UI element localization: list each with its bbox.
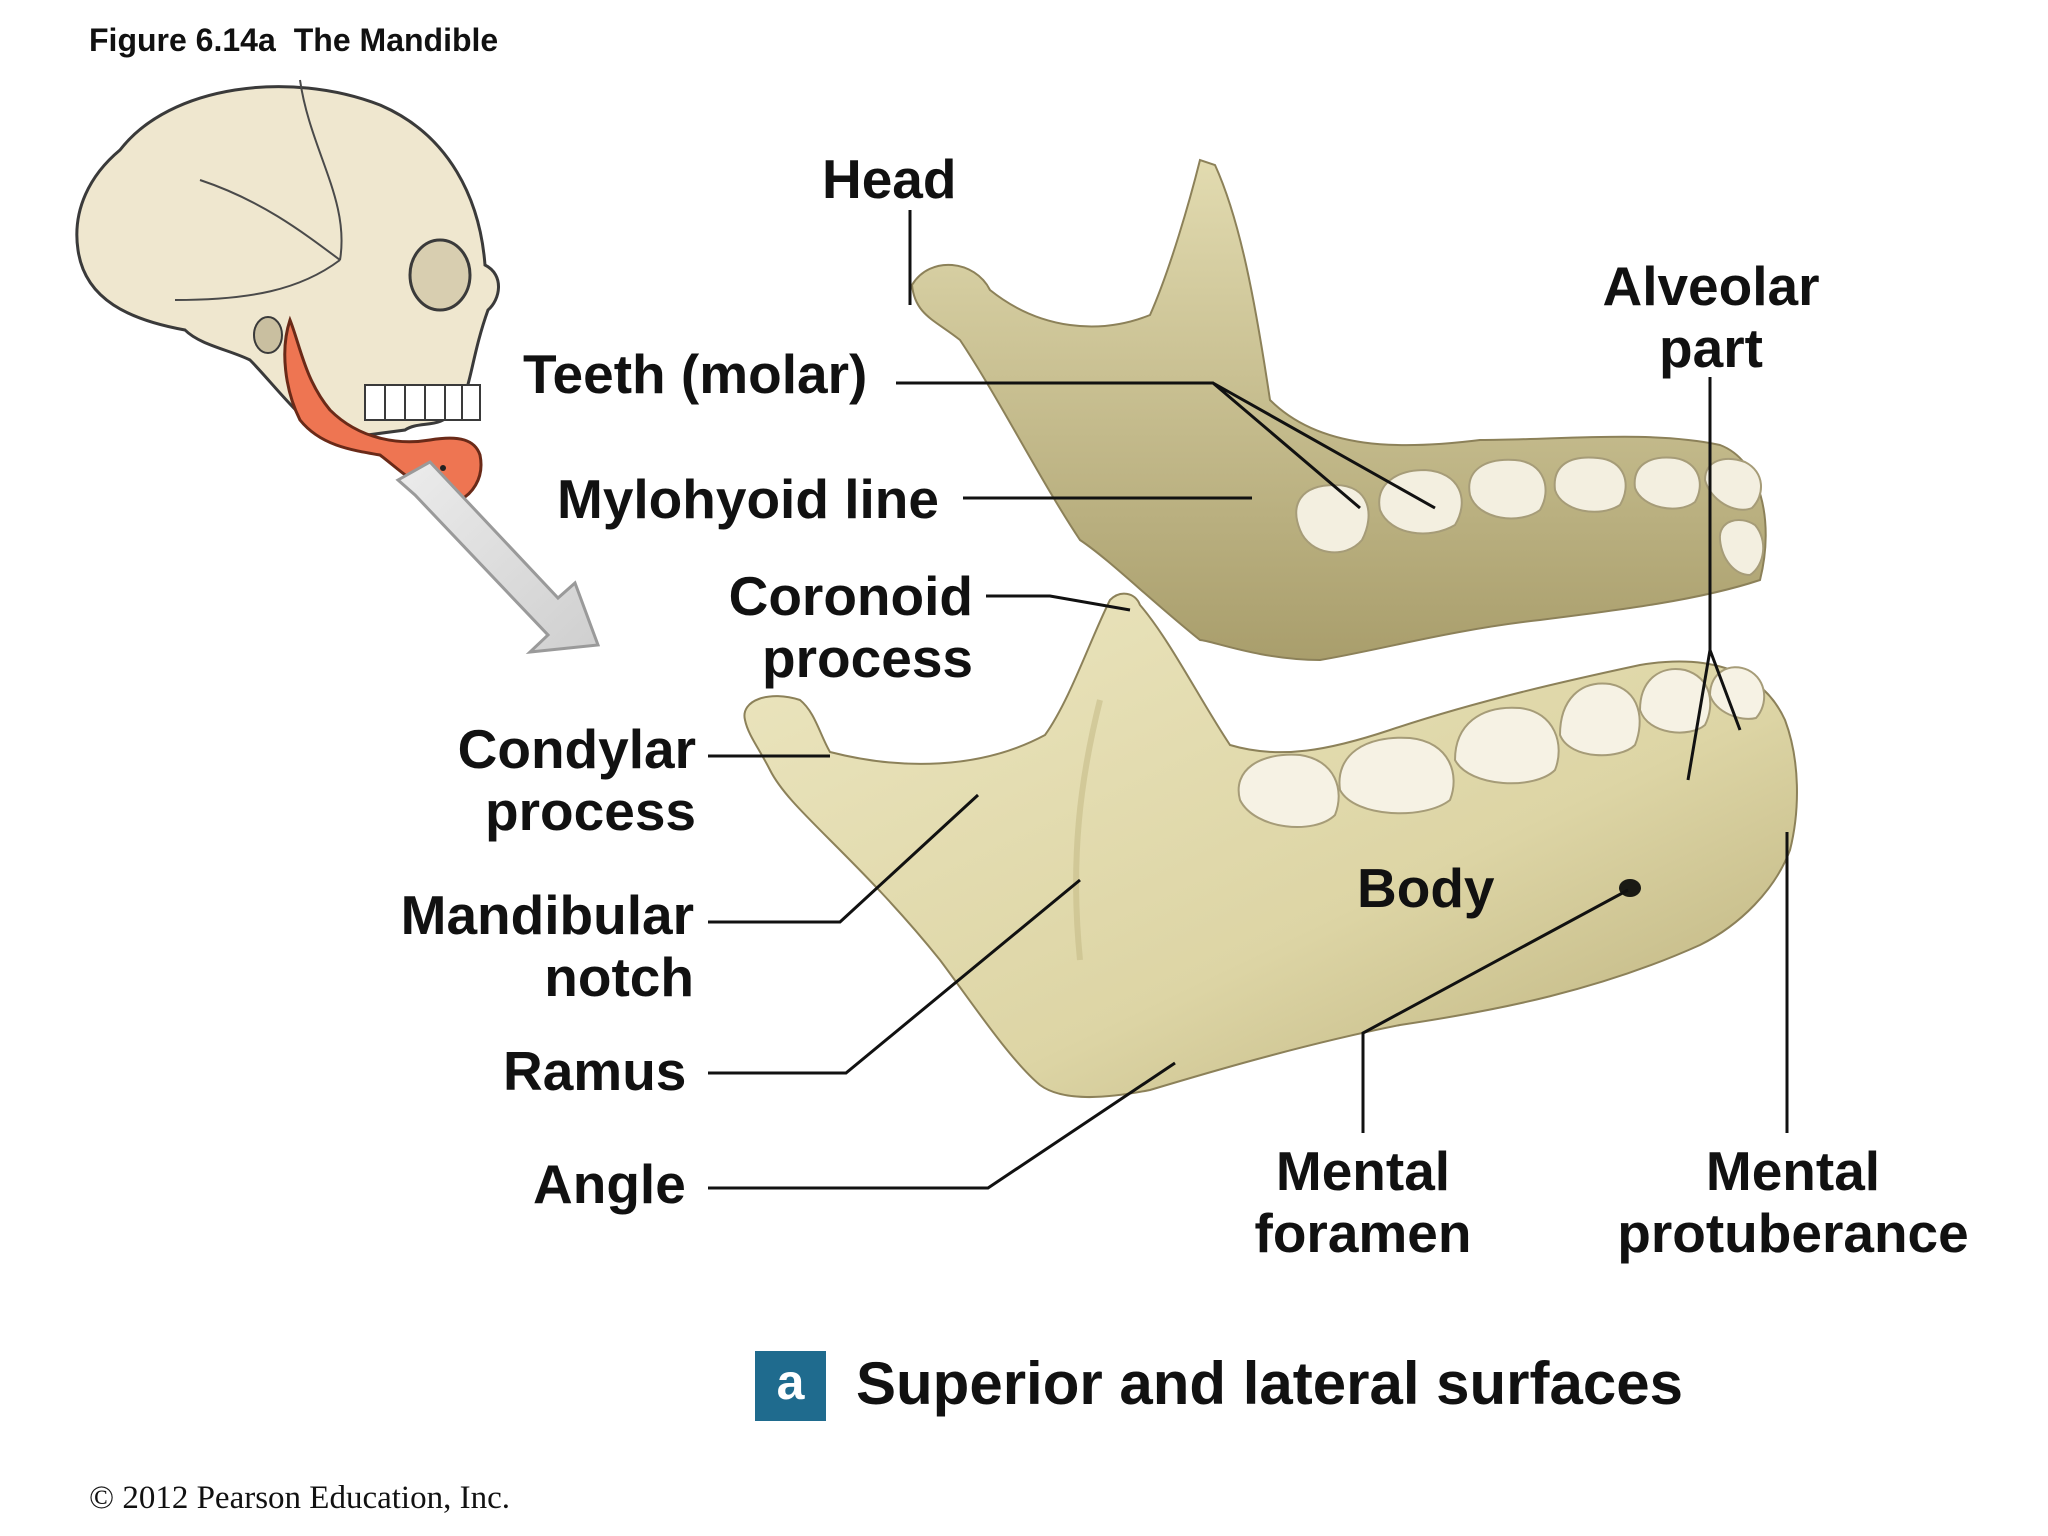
mandible-front-half [743,592,1798,1098]
label-mental-protuberance: Mental protuberance [1617,1140,1969,1264]
figure-number: Figure 6.14a [89,22,276,58]
leader-coronoid [986,594,1131,612]
label-body: Body [1357,857,1495,919]
label-ramus: Ramus [503,1040,687,1102]
figure-title: Figure 6.14a The Mandible [89,22,516,59]
panel-letter-badge: a [755,1351,826,1421]
leader-ramus [708,878,1081,1075]
leader-angle [708,1061,1176,1190]
panel-title: Superior and lateral surfaces [856,1350,1683,1417]
leader-teeth [896,381,1436,510]
label-mandibular-notch: Mandibular notch [400,884,694,1008]
pointer-arrow [395,460,601,654]
label-alveolar-part: Alveolar part [1602,255,1820,379]
leader-foramen [1361,888,1629,1133]
label-teeth-molar: Teeth (molar) [523,343,868,405]
leader-lines [708,210,1789,1190]
skull-thumbnail [75,79,500,502]
label-head: Head [822,148,957,210]
copyright-notice: © 2012 Pearson Education, Inc. [89,1480,510,1516]
label-angle: Angle [533,1153,686,1215]
mandible-back-half [910,158,1767,662]
label-condylar-process: Condylar process [457,718,696,842]
leader-notch [708,793,980,924]
label-coronoid-process: Coronoid process [728,565,973,689]
leader-alveolar [1686,377,1742,781]
label-mental-foramen: Mental foramen [1254,1140,1472,1264]
label-mylohyoid-line: Mylohyoid line [557,468,939,530]
figure-caption: The Mandible [293,22,499,58]
